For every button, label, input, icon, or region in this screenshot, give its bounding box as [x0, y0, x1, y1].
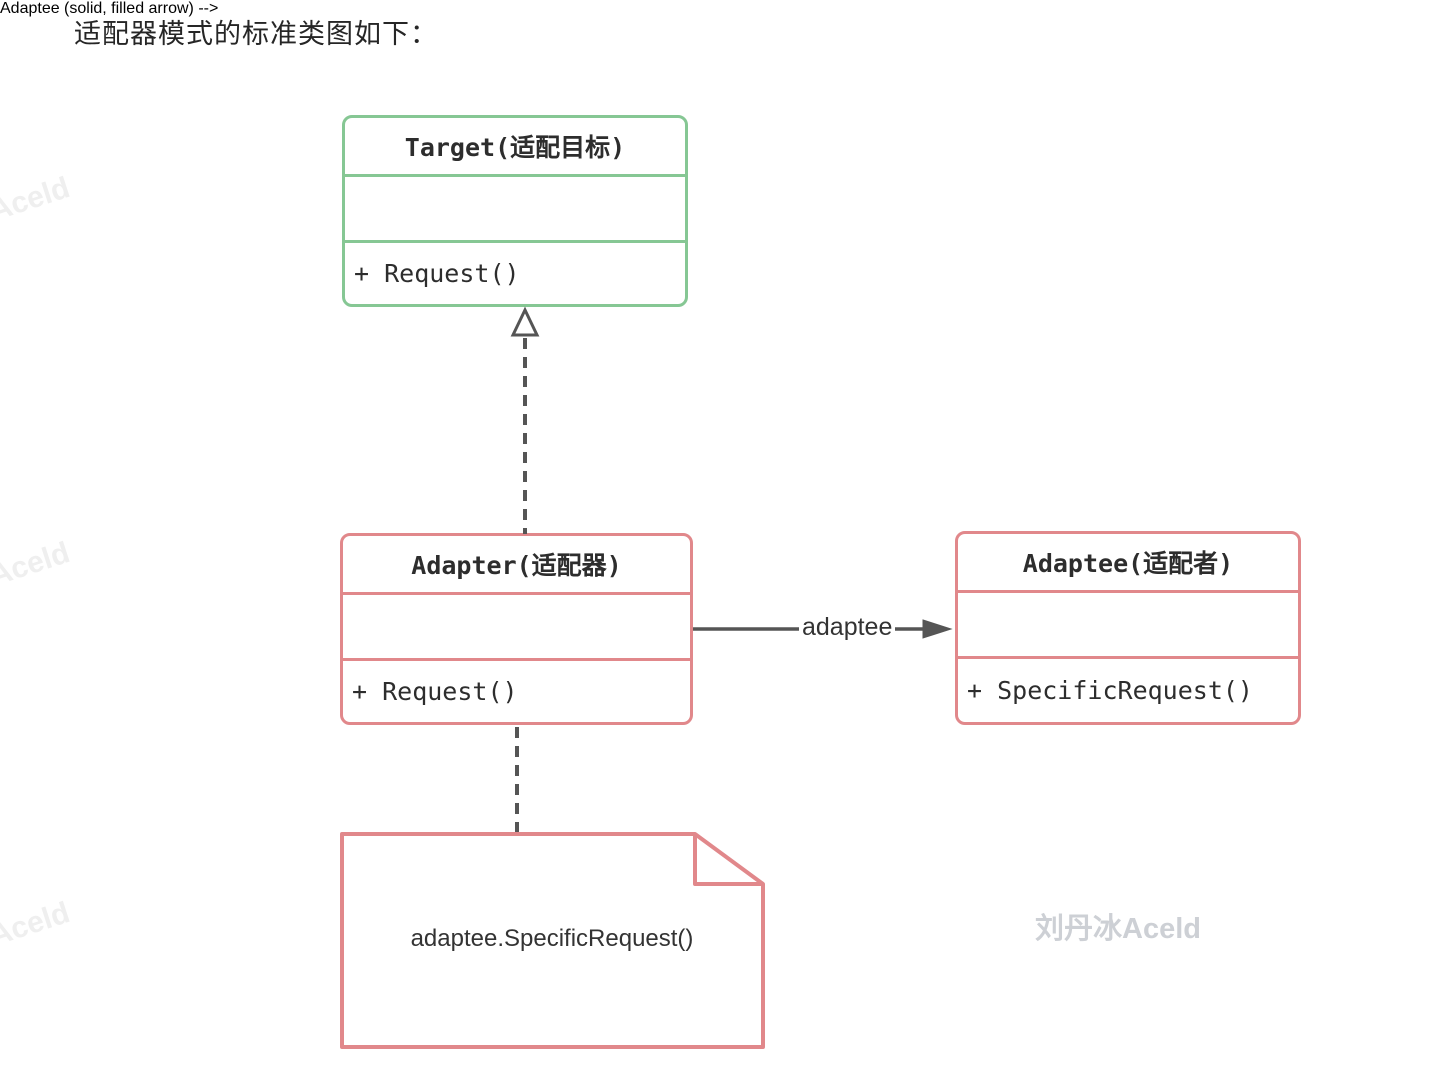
class-name-adaptee: Adaptee(适配者)	[1022, 549, 1234, 578]
class-attrs-adaptee	[958, 590, 1298, 659]
class-attrs-adapter	[343, 592, 690, 661]
faint-watermark: 刘丹冰Aceld	[0, 171, 74, 256]
class-box-adaptee: Adaptee(适配者) + SpecificRequest()	[955, 531, 1301, 725]
note-connector	[515, 727, 519, 835]
class-name-target: Target(适配目标)	[404, 133, 626, 162]
faint-watermark: 刘丹冰Aceld	[0, 896, 74, 981]
class-box-target: Target(适配目标) + Request()	[342, 115, 688, 307]
class-methods-adaptee: + SpecificRequest()	[967, 676, 1253, 705]
note-text: adaptee.SpecificRequest()	[410, 925, 694, 952]
author-watermark: 刘丹冰Aceld	[1035, 913, 1201, 945]
realization-arrow	[510, 306, 540, 534]
faint-watermark: 刘丹冰Aceld	[0, 536, 74, 621]
class-attrs-target	[345, 174, 685, 243]
class-name-adapter: Adapter(适配器)	[411, 551, 622, 580]
page-title: 适配器模式的标准类图如下：	[74, 19, 438, 49]
note-shape	[340, 832, 765, 1049]
class-methods-target: + Request()	[354, 259, 520, 288]
association-label: adaptee	[799, 613, 896, 642]
class-box-adapter: Adapter(适配器) + Request()	[340, 533, 693, 725]
class-methods-adapter: + Request()	[352, 677, 518, 706]
